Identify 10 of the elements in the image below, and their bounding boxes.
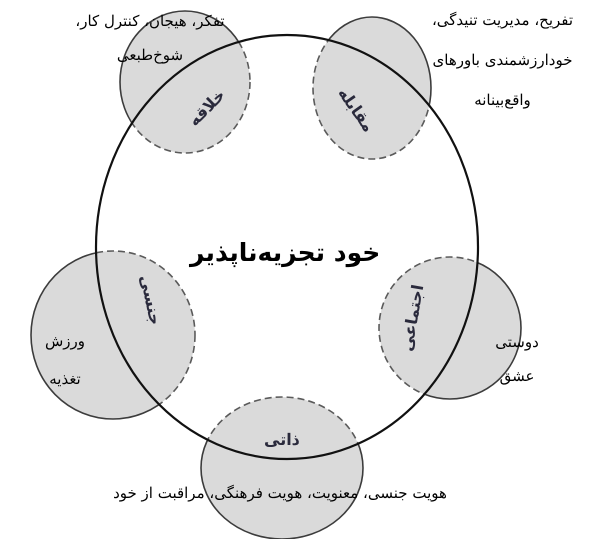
- circle-label: خلاقه: [185, 86, 229, 130]
- caption-text: ورزش تغذیه: [44, 331, 86, 390]
- caption-text: تفریح، مدیریت تنیدگی، خودارزشمندی باورهای واقع‌بینانه: [430, 10, 574, 111]
- circle: [312, 16, 432, 160]
- circle-label: جنسی: [136, 273, 164, 327]
- circle-label: اجتماعی: [397, 283, 427, 353]
- caption-text: هویت جنسی، معنویت، هویت فرهنگی، مراقبت از خود: [112, 483, 448, 504]
- circle-label: ذاتی: [264, 431, 300, 449]
- circle-label: خود تجزیه‌ناپذیر: [190, 238, 380, 266]
- circle-label: مقابله: [334, 84, 378, 136]
